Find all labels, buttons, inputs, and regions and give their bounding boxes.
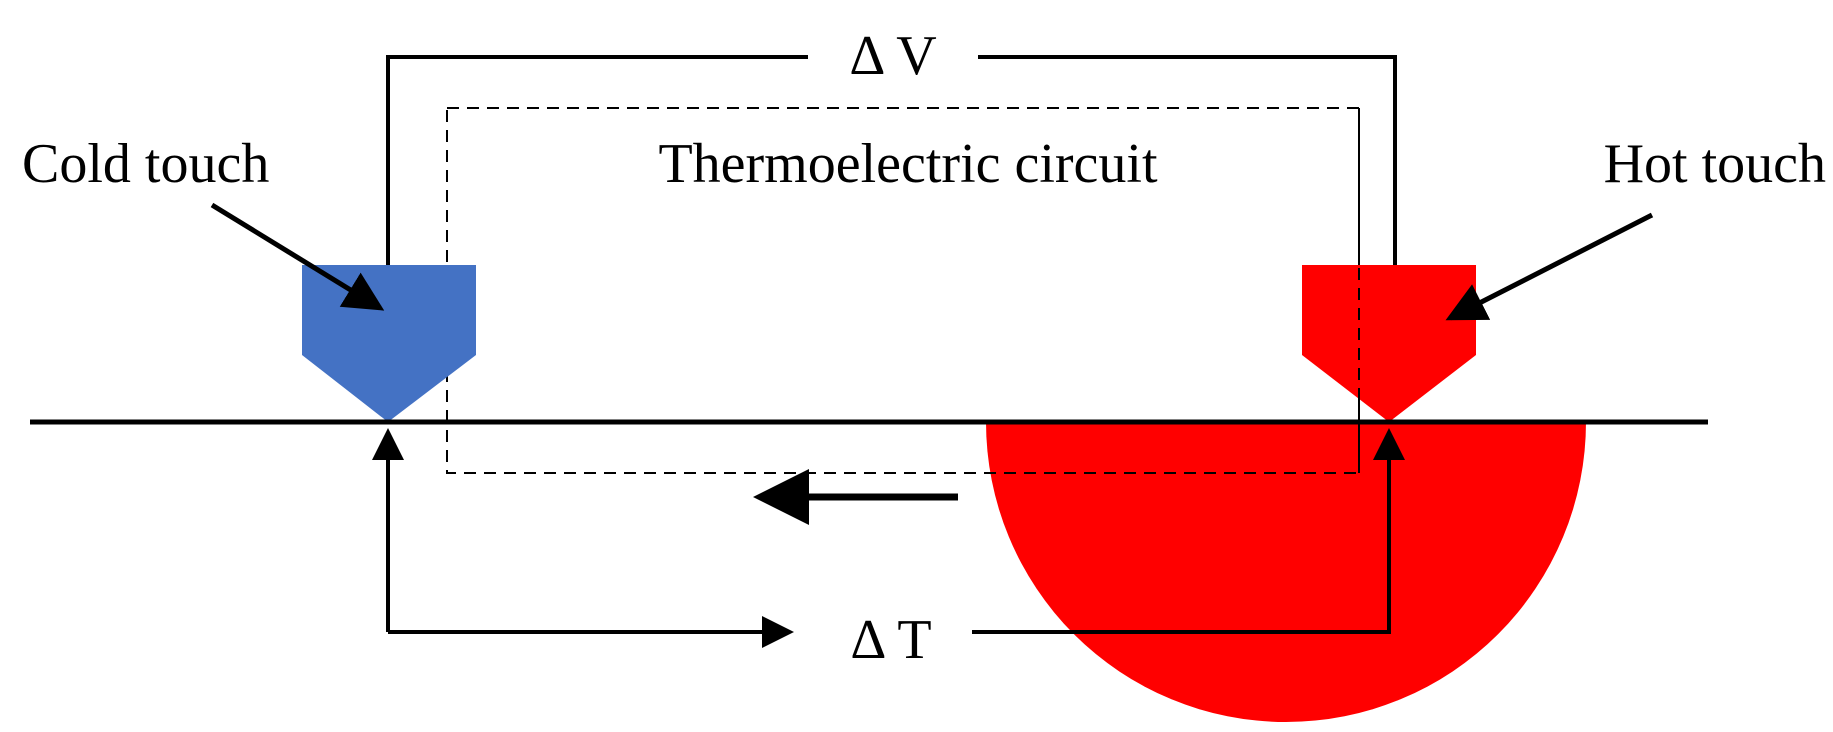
cold-touch-label: Cold touch [22,133,269,195]
voltage-wire-left [386,55,808,265]
delta-t-label: Δ T [850,609,931,671]
temperature-line-right [972,428,1405,634]
hot-touch-label: Hot touch [1604,133,1826,195]
circuit-label: Thermoelectric circuit [658,133,1157,195]
hot-zone [986,422,1586,722]
cold-probe [302,265,476,422]
voltage-wire-right [978,55,1397,265]
hot-pointer-arrow [1445,212,1654,321]
hot-probe [1302,265,1476,422]
cold-pointer-arrow [210,202,385,311]
delta-v-label: Δ V [849,25,936,87]
